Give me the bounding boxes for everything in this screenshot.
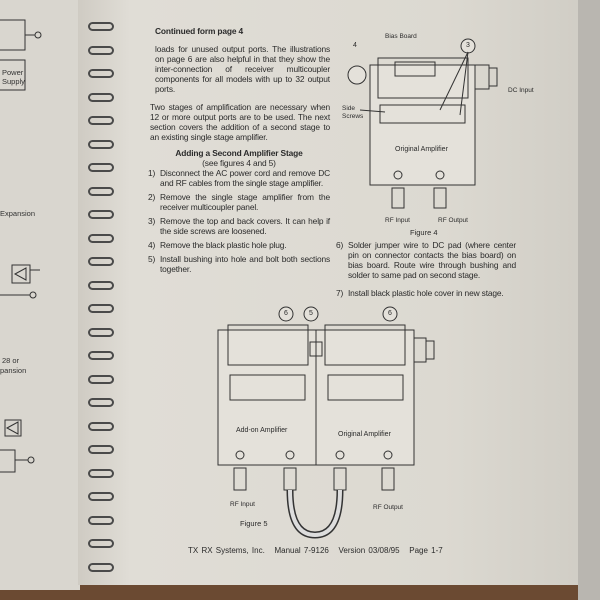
binding-ring	[88, 186, 114, 196]
footer-manual: Manual 7-9126	[274, 546, 329, 555]
side-screws-label: Side Screws	[342, 105, 364, 120]
rf-input-label: RF Input	[385, 217, 410, 224]
steps-list: 6) Solder jumper wire to DC pad (where ce…	[336, 240, 516, 298]
footer: TX RX Systems, Inc. Manual 7-9126 Versio…	[188, 546, 443, 557]
expansion-label: Expansion	[0, 209, 36, 218]
callout-4: 4	[353, 42, 357, 49]
binding-ring	[88, 374, 114, 384]
figure-4-caption: Figure 4	[410, 228, 438, 237]
step-item: 1) Disconnect the AC power cord and remov…	[148, 168, 330, 188]
step-number: 7)	[336, 288, 344, 298]
binding-ring	[88, 92, 114, 102]
power-supply-label: Power Supply	[2, 68, 25, 86]
binding-ring	[88, 45, 114, 55]
stages-paragraph: Two stages of amplification are necessar…	[150, 102, 330, 142]
binding-ring	[88, 116, 114, 125]
original-amplifier-label: Original Amplifier	[338, 431, 391, 438]
rf-input-label: RF Input	[230, 501, 255, 508]
binding-ring	[88, 304, 114, 313]
step-text: Remove the single stage amplifier from t…	[160, 192, 330, 212]
dc-input-label: DC Input	[508, 87, 534, 94]
binding-ring	[88, 421, 114, 431]
step-item: 6) Solder jumper wire to DC pad (where ce…	[336, 240, 516, 280]
step-number: 2)	[148, 192, 156, 202]
step-item: 5) Install bushing into hole and bolt bot…	[148, 254, 330, 274]
step-text: Install black plastic hole cover in new …	[348, 288, 504, 298]
right-text-column: 6) Solder jumper wire to DC pad (where ce…	[336, 240, 516, 298]
left-page: Power Supply Expansion 28 or pansion	[0, 0, 80, 590]
figure-4-diagram	[347, 38, 498, 209]
binding-ring	[88, 233, 114, 243]
binding-ring	[88, 539, 114, 548]
section-title: Adding a Second Amplifier Stage	[175, 148, 303, 158]
step-number: 5)	[148, 254, 156, 264]
binding-ring	[88, 515, 114, 525]
left-text: 28 or	[2, 356, 20, 365]
step-text: Disconnect the AC power cord and remove …	[160, 168, 330, 188]
binding-ring	[88, 139, 114, 149]
callout-5: 5	[309, 310, 313, 317]
step-number: 1)	[148, 168, 156, 178]
rf-output-label: RF Output	[373, 504, 403, 511]
footer-page: Page 1-7	[409, 546, 443, 555]
figure-5-caption: Figure 5	[240, 519, 268, 528]
addon-amplifier-label: Add-on Amplifier	[236, 427, 288, 434]
binding-ring	[88, 492, 114, 501]
binding-ring	[88, 468, 114, 478]
step-text: Remove the top and back covers. It can h…	[160, 216, 330, 236]
binding-ring	[88, 327, 114, 337]
left-text-column: Continued form page 4 loads for unused o…	[148, 26, 330, 274]
intro-paragraph: loads for unused output ports. The illus…	[155, 44, 330, 94]
callout-6: 6	[388, 310, 392, 317]
step-text: Install bushing into hole and bolt both …	[160, 254, 330, 274]
step-text: Remove the black plastic hole plug.	[160, 240, 287, 250]
left-page-diagrams	[0, 19, 42, 473]
step-item: 3) Remove the top and back covers. It can…	[148, 216, 330, 236]
step-number: 4)	[148, 240, 156, 250]
binding-ring	[88, 22, 114, 31]
continued-heading: Continued form page 4	[155, 26, 244, 36]
binding-ring	[88, 398, 114, 407]
section-subtitle: (see figures 4 and 5)	[202, 158, 276, 168]
footer-version: Version 03/08/95	[338, 546, 400, 555]
figure-5-diagram	[217, 306, 435, 539]
step-item: 7) Install black plastic hole cover in ne…	[336, 288, 516, 298]
step-item: 4) Remove the black plastic hole plug.	[148, 240, 330, 250]
step-number: 3)	[148, 216, 156, 226]
bias-board-label: Bias Board	[385, 33, 417, 40]
binding-ring	[88, 210, 114, 219]
callout-6: 6	[284, 310, 288, 317]
callout-3: 3	[466, 42, 470, 49]
step-text: Solder jumper wire to DC pad (where cent…	[348, 240, 516, 280]
binding-ring	[88, 562, 114, 572]
binding-ring	[88, 445, 114, 454]
original-amplifier-label: Original Amplifier	[395, 146, 448, 153]
binding-ring	[88, 257, 114, 266]
binding-ring	[88, 351, 114, 360]
steps-list: 1) Disconnect the AC power cord and remov…	[148, 168, 330, 274]
manual-page	[78, 0, 600, 585]
page-edge	[578, 0, 600, 600]
step-item: 2) Remove the single stage amplifier from…	[148, 192, 330, 212]
step-number: 6)	[336, 240, 344, 250]
binding-ring	[88, 280, 114, 290]
left-text: pansion	[0, 366, 27, 375]
binding-ring	[88, 69, 114, 78]
binding-ring	[88, 163, 114, 172]
rf-output-label: RF Output	[438, 217, 468, 224]
footer-company: TX RX Systems, Inc.	[188, 546, 265, 555]
